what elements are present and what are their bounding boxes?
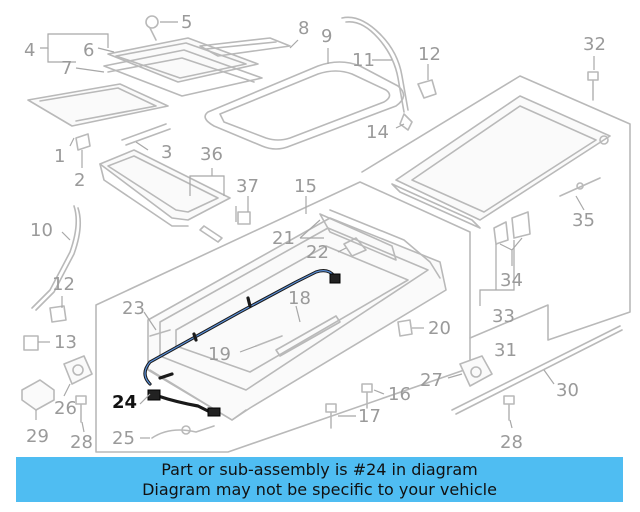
guide-18 [275, 315, 341, 357]
callout-36: 36 [200, 144, 223, 165]
callout-15: 15 [294, 176, 317, 197]
callout-25: 25 [112, 428, 135, 449]
module-29 [21, 379, 55, 411]
callout-28-left: 28 [70, 432, 93, 453]
callout-26: 26 [54, 398, 77, 419]
callout-8: 8 [298, 18, 309, 39]
callout-6: 6 [83, 40, 94, 61]
nozzle-14 [399, 113, 413, 131]
clip-37b [237, 211, 251, 225]
callout-33: 33 [492, 306, 515, 327]
callout-20: 20 [428, 318, 451, 339]
callout-21: 21 [272, 228, 295, 249]
bolt-28-right [503, 395, 515, 421]
clip-12-left [49, 305, 67, 323]
assembly-frame-31 [361, 75, 631, 341]
callout-30: 30 [556, 380, 579, 401]
callout-3: 3 [161, 142, 172, 163]
motor-27 [459, 355, 493, 387]
harness-25 [151, 425, 215, 439]
drain-hose-11 [341, 16, 409, 111]
glass-panel-1 [27, 83, 169, 127]
callout-labels: 5 4 6 7 8 9 11 12 14 32 1 2 3 36 37 15 2… [24, 12, 606, 453]
callout-16: 16 [388, 384, 411, 405]
clip-13 [23, 335, 39, 351]
guide-rail-21 [319, 213, 397, 261]
sunshade-frame-36 [99, 149, 231, 221]
callout-10: 10 [30, 220, 53, 241]
callout-5: 5 [181, 12, 192, 33]
parts-diagram: 5 4 6 7 8 9 11 12 14 32 1 2 3 36 37 15 2… [21, 12, 631, 453]
callout-31: 31 [494, 340, 517, 361]
callout-11: 11 [352, 50, 375, 71]
callout-7: 7 [61, 58, 72, 79]
clip-12-top [417, 79, 437, 99]
banner-line-1: Part or sub-assembly is #24 in diagram [161, 459, 478, 479]
deflector-3 [121, 123, 167, 141]
clip-37a [199, 225, 223, 243]
callout-13: 13 [54, 332, 77, 353]
callout-29: 29 [26, 426, 49, 447]
drain-hose-10 [31, 205, 78, 309]
callout-18: 18 [288, 288, 311, 309]
banner-line-2: Diagram may not be specific to your vehi… [142, 479, 497, 499]
wire-harness-24 [143, 269, 341, 417]
rail-23 [149, 329, 171, 337]
seal-7 [103, 49, 263, 97]
cable-19 [255, 335, 283, 347]
callout-32: 32 [583, 34, 606, 55]
bracket-34a [493, 221, 509, 245]
callout-24: 24 [112, 392, 137, 413]
motor-26 [63, 355, 93, 385]
bracket-34b [511, 211, 531, 239]
bolt-32 [587, 71, 599, 101]
bolt-28-left [75, 395, 87, 423]
callout-22: 22 [306, 242, 329, 263]
rear-glass-31 [395, 95, 611, 221]
bolt-17 [325, 403, 337, 429]
callout-17: 17 [358, 406, 381, 427]
cable-35 [559, 177, 601, 197]
seal-8 [199, 37, 291, 57]
callout-19: 19 [208, 344, 231, 365]
callout-28-right: 28 [500, 432, 523, 453]
callout-14: 14 [366, 122, 389, 143]
callout-12-left: 12 [52, 274, 75, 295]
callout-35: 35 [572, 210, 595, 231]
screw-2 [75, 133, 91, 151]
callout-1: 1 [54, 146, 65, 167]
callout-37: 37 [236, 176, 259, 197]
info-banner: Part or sub-assembly is #24 in diagram D… [16, 457, 623, 502]
callout-34: 34 [500, 270, 523, 291]
bolt-16 [361, 383, 373, 409]
bolt-5 [149, 27, 157, 41]
callout-12-top: 12 [418, 44, 441, 65]
callout-27: 27 [420, 370, 443, 391]
callout-9: 9 [321, 26, 332, 47]
clip-22 [343, 237, 367, 257]
callout-2: 2 [74, 170, 85, 191]
leader-lines [35, 21, 595, 439]
bracket-20 [397, 319, 413, 337]
seal-30 [451, 325, 621, 411]
weatherstrip-9 [204, 61, 405, 150]
callout-4: 4 [24, 40, 35, 61]
callout-23: 23 [122, 298, 145, 319]
